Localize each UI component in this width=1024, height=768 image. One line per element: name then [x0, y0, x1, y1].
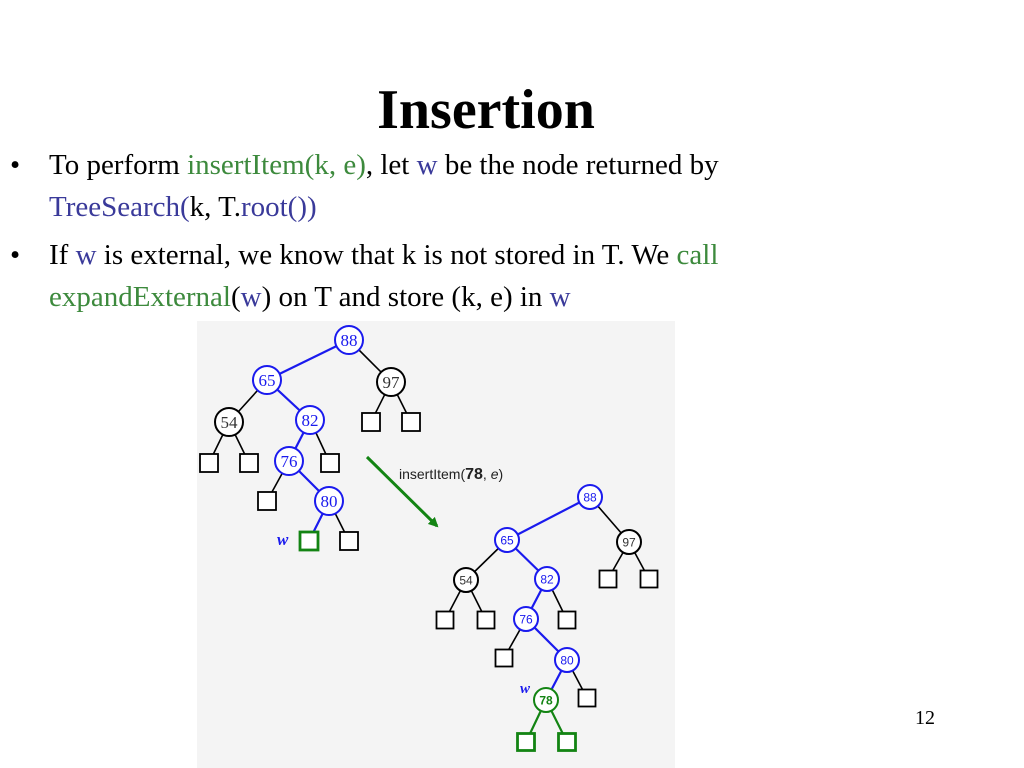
text-run: insertItem(k, e)	[187, 149, 366, 181]
external-node	[494, 648, 514, 668]
tree-node-label: 82	[540, 572, 554, 586]
bullet-symbol: •	[10, 149, 21, 181]
page-number: 12	[915, 707, 935, 729]
w-label: w	[520, 681, 531, 697]
tree-node-label: 76	[519, 612, 533, 626]
text-run: is external, we know that k is not store…	[96, 239, 677, 271]
external-node	[361, 412, 381, 432]
tree-node-82: 82	[534, 566, 560, 592]
bullet-2-line-2: expandExternal(w) on T and store (k, e) …	[49, 276, 949, 318]
tree-node-97: 97	[376, 367, 406, 397]
external-node	[516, 732, 536, 752]
external-node	[320, 453, 340, 473]
bullet-2-line-1: If w is external, we know that k is not …	[49, 234, 949, 276]
text-run: w	[75, 239, 97, 271]
tree-node-label: 88	[341, 331, 358, 350]
external-node	[199, 453, 219, 473]
tree-node-88: 88	[577, 484, 603, 510]
tree-node-label: 78	[539, 693, 553, 707]
tree-node-97: 97	[616, 529, 642, 555]
tree-node-54: 54	[214, 407, 244, 437]
tree-node-label: 97	[622, 535, 636, 549]
external-node	[476, 610, 496, 630]
tree-node-78: 78	[533, 687, 559, 713]
tree-diagram: 88 65 97 54 82 76 80 w 88 65 97 54 82 76 80 78 w insertIt…	[199, 325, 659, 752]
external-node	[557, 610, 577, 630]
text-run: ) on T and store (k, e) in	[261, 281, 550, 313]
tree-node-65: 65	[252, 365, 282, 395]
external-node	[239, 453, 259, 473]
text-run: call	[676, 239, 719, 271]
external-node	[435, 610, 455, 630]
text-run: root())	[240, 191, 317, 223]
external-node	[577, 688, 597, 708]
tree-edge	[266, 339, 350, 381]
tree-node-label: 65	[259, 371, 276, 390]
text-run: expandExternal	[49, 281, 231, 313]
text-run: If	[49, 239, 76, 271]
tree-node-88: 88	[334, 325, 364, 355]
tree-insertion-figure: 88 65 97 54 82 76 80 w 88 65 97 54 82 76 80 78 w insertIt…	[197, 321, 675, 768]
tree-node-label: 80	[560, 653, 574, 667]
tree-node-82: 82	[295, 405, 325, 435]
insert-arrow	[365, 455, 439, 528]
tree-node-label: 97	[383, 373, 401, 392]
external-node	[557, 732, 577, 752]
slide-title: Insertion	[377, 79, 595, 141]
tree-node-label: 65	[500, 533, 514, 547]
external-node	[257, 491, 277, 511]
tree-node-76: 76	[513, 606, 539, 632]
tree-node-label: 54	[221, 413, 239, 432]
tree-node-label: 82	[302, 411, 319, 430]
before-tree: 88 65 97 54 82 76 80 w	[199, 325, 421, 552]
text-run: , let	[365, 149, 417, 181]
text-run: w	[549, 281, 571, 313]
arrow-label: insertItem(78, e)	[399, 466, 503, 483]
text-run: To perform	[49, 149, 188, 181]
tree-node-label: 80	[321, 492, 338, 511]
external-node	[598, 569, 618, 589]
bullet-symbol: •	[10, 239, 21, 271]
text-run: (	[230, 281, 241, 313]
text-run: be the node returned by	[437, 149, 719, 181]
tree-node-label: 88	[583, 490, 597, 504]
w-label: w	[277, 530, 289, 549]
bullet-1-line-1: To perform insertItem(k, e), let w be th…	[49, 144, 949, 186]
tree-node-label: 76	[281, 452, 298, 471]
tree-edge	[506, 496, 591, 541]
tree-node-label: 54	[459, 573, 473, 587]
external-node	[639, 569, 659, 589]
tree-node-80: 80	[554, 647, 580, 673]
text-run: k, T.	[189, 191, 241, 223]
external-node	[298, 530, 320, 552]
tree-node-54: 54	[453, 567, 479, 593]
text-run: w	[240, 281, 262, 313]
text-run: TreeSearch(	[49, 191, 190, 223]
external-node	[339, 531, 359, 551]
tree-node-76: 76	[274, 446, 304, 476]
after-tree: 88 65 97 54 82 76 80 78 w	[435, 484, 659, 752]
tree-node-80: 80	[314, 486, 344, 516]
bullet-1-line-2: TreeSearch(k, T.root())	[49, 186, 949, 228]
tree-node-65: 65	[494, 527, 520, 553]
external-node	[401, 412, 421, 432]
text-run: w	[416, 149, 438, 181]
